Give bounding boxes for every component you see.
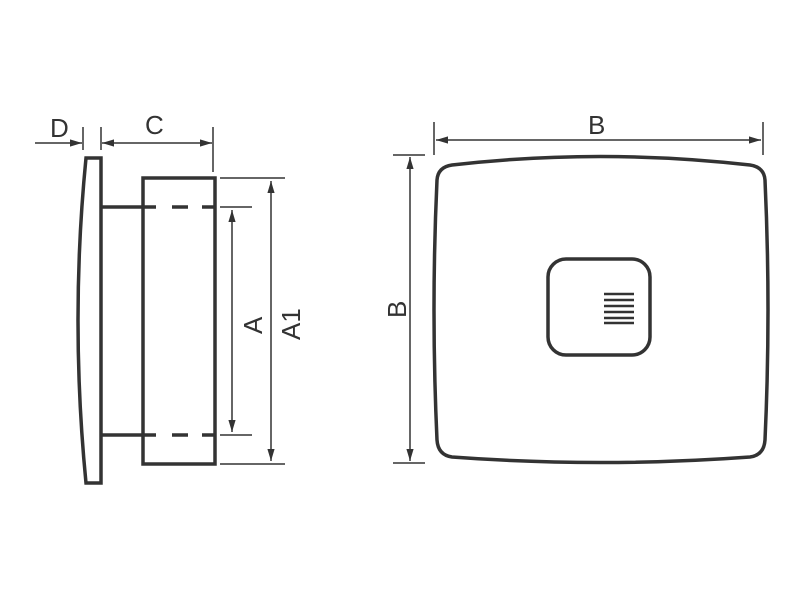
grille-icon	[604, 292, 634, 325]
duct-body	[141, 176, 217, 466]
label-b-height: B	[382, 301, 412, 318]
extension-lines	[393, 122, 764, 464]
front-view: B B	[382, 110, 770, 465]
label-b-width: B	[588, 110, 605, 140]
side-view: D C A A1	[35, 110, 306, 485]
control-button	[546, 257, 652, 357]
label-a1: A1	[276, 308, 306, 340]
extension-lines	[82, 127, 285, 465]
label-a: A	[238, 316, 268, 334]
front-plate	[76, 156, 103, 485]
front-panel	[432, 154, 770, 465]
label-c: C	[145, 110, 164, 140]
label-d: D	[50, 113, 69, 143]
